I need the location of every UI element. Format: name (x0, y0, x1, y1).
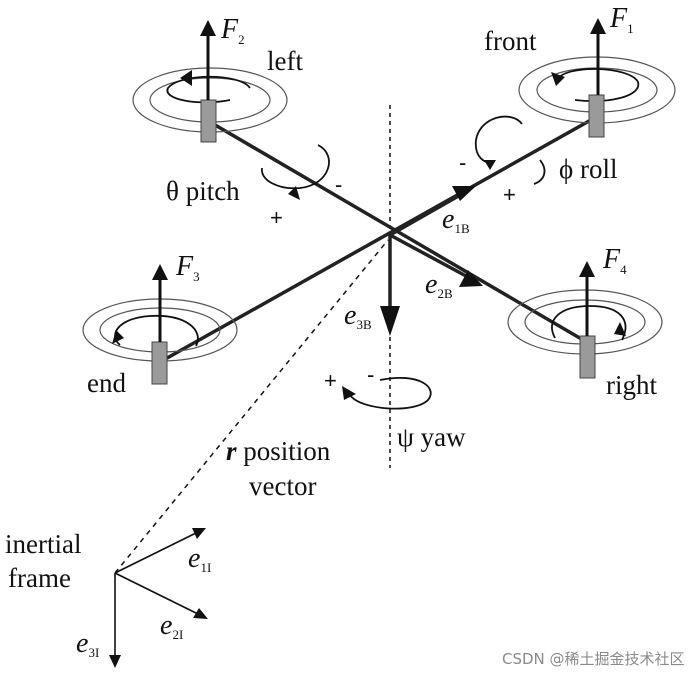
inertial-frame-axes (109, 528, 208, 668)
force-F1-label: F1 (609, 3, 634, 36)
position-vector-label-line2: vector (249, 471, 316, 501)
e2I-label: e2I (160, 610, 183, 642)
rotor-front (518, 18, 676, 138)
rotor-left (132, 20, 288, 143)
rotor-front-spin-arrow (556, 68, 640, 102)
e3B-label: e3B (344, 300, 372, 332)
roll-label: ϕ roll (559, 154, 617, 184)
rotor-right (507, 261, 663, 379)
pitch-rotation-arrow (261, 144, 330, 190)
e1I-label: e1I (188, 543, 211, 575)
yaw-minus-sign: - (367, 362, 374, 387)
force-F3-label: F3 (175, 251, 200, 284)
pitch-plus-sign: + (270, 205, 283, 230)
rotor-right-label: right (606, 370, 657, 400)
rotor-front-label: front (484, 26, 537, 56)
pitch-minus-sign: - (335, 172, 342, 197)
e1B-arrow (389, 186, 476, 237)
e3B-arrow (380, 235, 400, 336)
yaw-rotation-arrow (349, 377, 432, 410)
e1B-label: e1B (442, 204, 470, 236)
roll-minus-sign: - (459, 150, 466, 175)
rotor-end-label: end (87, 368, 126, 398)
force-F2-label: F2 (220, 14, 245, 47)
position-vector-label-line1: r position (226, 436, 331, 466)
inertial-frame-label-line2: frame (8, 563, 71, 593)
e2B-label: e2B (425, 269, 453, 301)
rotor-end (82, 264, 238, 385)
roll-rotation-arrow (474, 115, 523, 164)
rotor-left-label: left (267, 46, 303, 76)
position-vector-line (114, 239, 389, 574)
arm-end-front (159, 114, 599, 364)
arm-left-right (209, 120, 591, 346)
yaw-plus-sign: + (324, 368, 337, 393)
rotor-end-spin-arrow (114, 315, 199, 347)
rotor-right-spin-arrow (551, 305, 627, 341)
pitch-label: θ pitch (166, 176, 240, 206)
watermark-text: CSDN @稀土掘金技术社区 (502, 650, 685, 668)
inertial-frame-label-line1: inertial (5, 529, 81, 559)
e2B-arrow (389, 233, 483, 287)
yaw-label: ψ yaw (397, 422, 466, 452)
e3I-label: e3I (76, 628, 99, 660)
force-F4-label: F4 (602, 244, 627, 277)
roll-plus-sign: + (503, 182, 516, 207)
